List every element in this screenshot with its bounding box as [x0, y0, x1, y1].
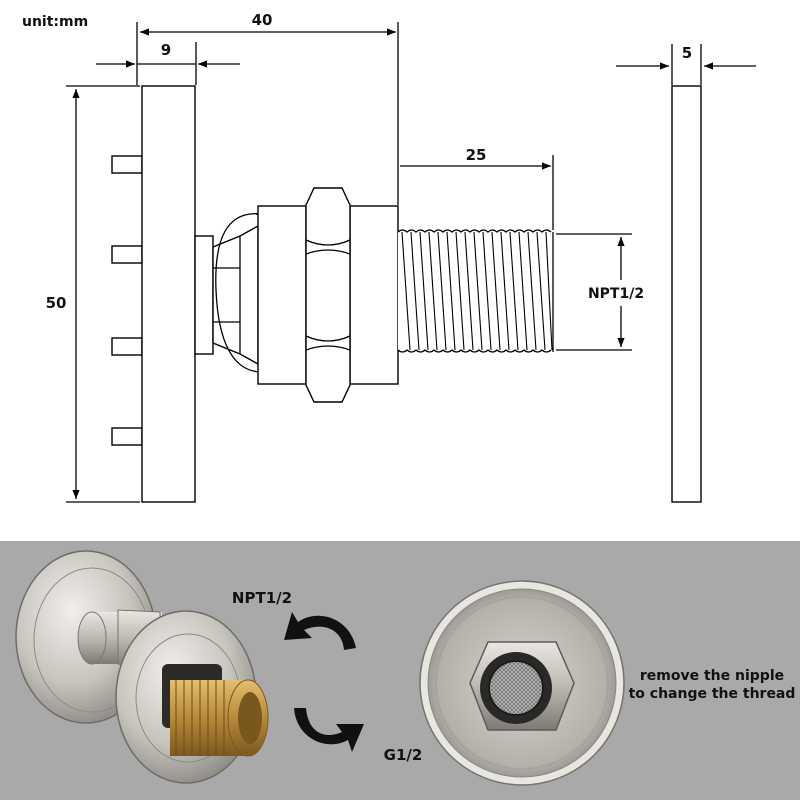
- dim-50-label: 50: [46, 294, 67, 312]
- unit-label: unit:mm: [22, 14, 88, 30]
- front-view-photo: [419, 580, 625, 786]
- neck-section: [194, 224, 259, 366]
- photo-npt-label: NPT1/2: [232, 589, 292, 607]
- hex-nut-side-view: [257, 187, 399, 403]
- plate-side-view: 5: [616, 44, 756, 503]
- dimension-thread-diameter: NPT1/2: [556, 233, 644, 351]
- dimension-flange-thickness: 9: [96, 41, 240, 85]
- dimension-total-length: 40: [136, 11, 399, 205]
- note-line-1: remove the nipple: [640, 668, 784, 684]
- threaded-nipple: [397, 229, 554, 353]
- dim-9-label: 9: [161, 41, 171, 59]
- dim-5-label: 5: [682, 44, 692, 62]
- flange-side-view: [111, 85, 196, 503]
- dim-40-label: 40: [252, 11, 273, 29]
- curved-arrow-left-icon: [284, 612, 356, 650]
- fitting-photo: [15, 550, 269, 784]
- dim-25-label: 25: [466, 146, 487, 164]
- dimension-height: 50: [46, 85, 140, 503]
- thread-spec-label: NPT1/2: [588, 286, 644, 302]
- curved-arrow-right-icon: [294, 708, 364, 752]
- note-line-2: to change the thread: [629, 686, 796, 702]
- photo-g-label: G1/2: [384, 746, 423, 764]
- dimension-thread-length: 25: [400, 146, 554, 230]
